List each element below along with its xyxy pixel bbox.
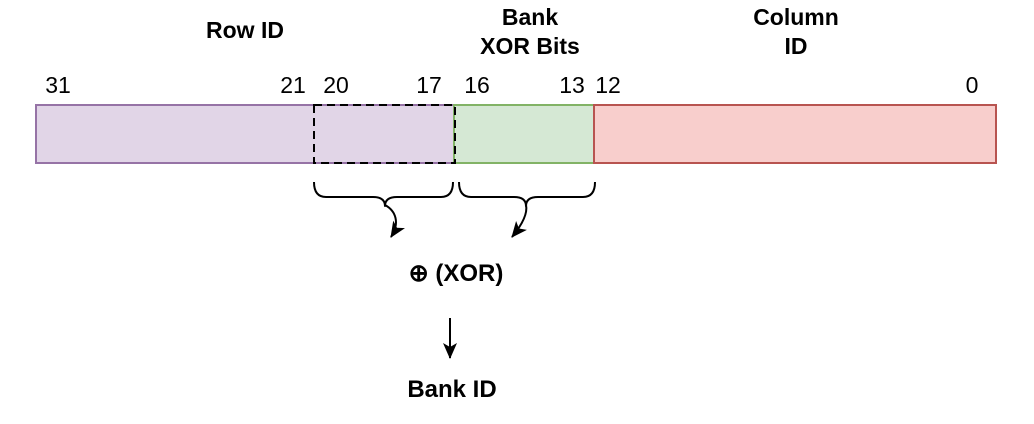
column-id-field-label-line2: ID (784, 33, 808, 59)
bit-label-12: 12 (595, 72, 621, 98)
right-xor-arrow (511, 204, 528, 238)
right-underbrace (458, 181, 596, 207)
bit-label-16: 16 (464, 72, 490, 98)
column-id-segment (593, 104, 997, 164)
left-xor-arrow (384, 204, 405, 238)
bank-xor-bits-segment (453, 104, 595, 164)
xor-operation-label: ⊕ (XOR) (408, 260, 504, 287)
left-underbrace (313, 181, 454, 207)
row-id-segment (35, 104, 455, 164)
bit-label-17: 17 (416, 72, 442, 98)
column-id-field-label: Column ID (595, 3, 997, 61)
bit-label-0: 0 (965, 72, 979, 98)
bit-label-21: 21 (280, 72, 306, 98)
bit-label-13: 13 (559, 72, 585, 98)
column-id-field-label-line1: Column (753, 4, 839, 30)
bank-xor-bits-field-label: Bank XOR Bits (455, 3, 605, 61)
bank-id-label: Bank ID (407, 376, 497, 403)
row-id-field-label: Row ID (206, 17, 284, 43)
bank-xor-bits-field-label-line1: Bank (501, 4, 559, 30)
bit-label-31: 31 (45, 72, 71, 98)
bank-xor-bits-field-label-line2: XOR Bits (480, 33, 580, 59)
bit-label-20: 20 (323, 72, 349, 98)
